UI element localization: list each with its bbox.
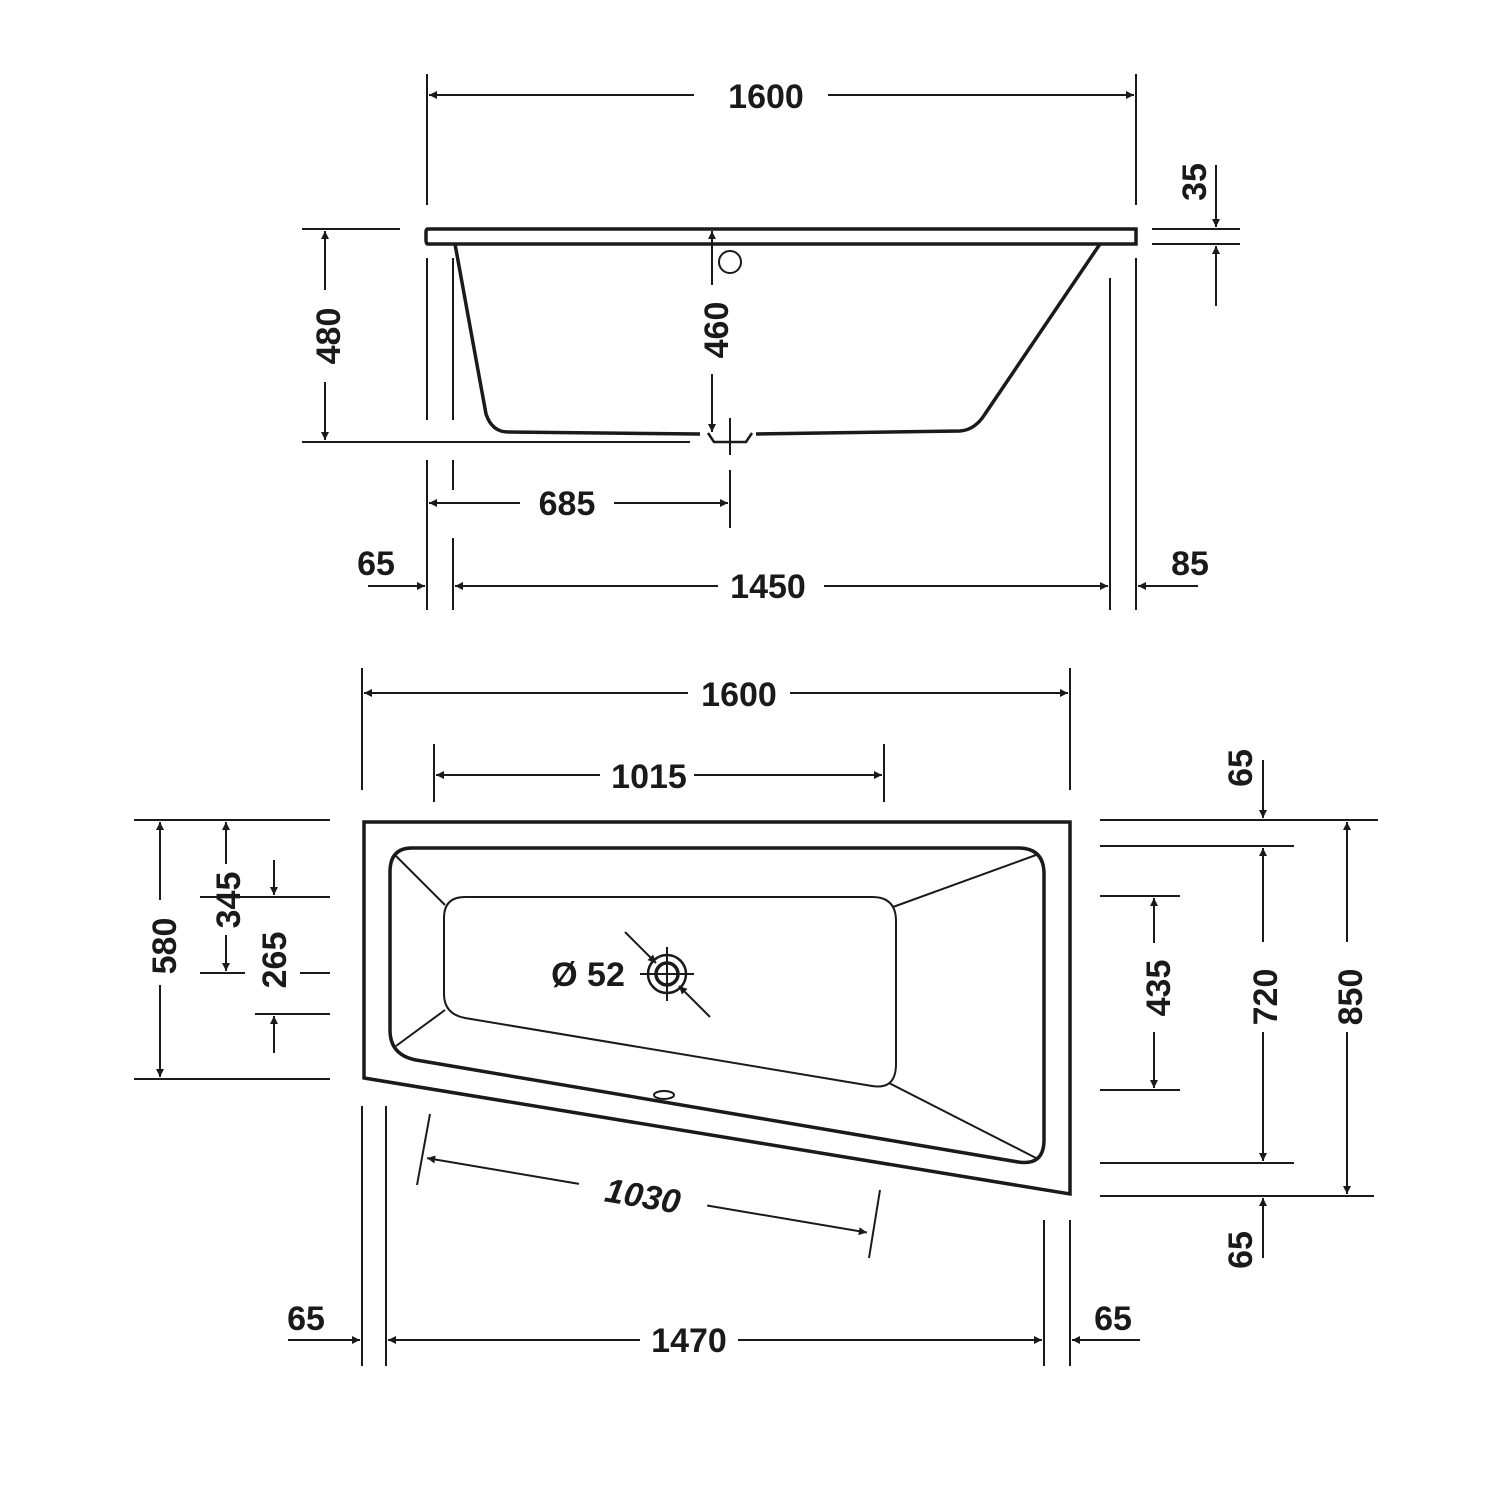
dim-side-overall-length: 1600 xyxy=(728,78,804,116)
overflow-icon xyxy=(718,250,742,274)
dim-bottom-rim: 65 xyxy=(1222,1231,1260,1269)
top-view: Ø 52 1600 1015 65 xyxy=(134,668,1378,1366)
dim-left-rim: 65 xyxy=(287,1300,325,1338)
dim-drain-diameter: Ø 52 xyxy=(551,956,625,994)
dim-side-right-offset: 85 xyxy=(1171,545,1209,583)
dim-overall-height: 480 xyxy=(310,308,348,365)
drain-icon xyxy=(624,931,711,1018)
dim-drain-offset: 685 xyxy=(539,485,596,523)
dim-left-upper: 345 xyxy=(210,872,248,929)
dim-top-overall-length: 1600 xyxy=(701,676,777,714)
dim-inner-depth: 460 xyxy=(698,302,736,359)
dim-right-rim: 65 xyxy=(1094,1300,1132,1338)
top-view-tub-outline: Ø 52 xyxy=(362,820,1072,1197)
dim-inner-top-length: 1015 xyxy=(611,758,687,796)
dim-side-inner-length: 1450 xyxy=(730,568,806,606)
dim-overall-depth: 850 xyxy=(1332,969,1370,1026)
dim-drain-spacing: 265 xyxy=(256,932,294,989)
side-view-tub-outline xyxy=(424,227,1138,455)
dim-left-depth: 580 xyxy=(146,918,184,975)
side-view: 1600 35 480 460 685 65 1450 85 xyxy=(302,74,1240,610)
dim-top-inner-length: 1470 xyxy=(651,1322,727,1360)
dim-inner-depth: 720 xyxy=(1247,969,1285,1026)
dim-top-rim: 65 xyxy=(1222,749,1260,787)
dim-inner-basin-depth: 435 xyxy=(1140,960,1178,1017)
dim-rim-thickness: 35 xyxy=(1176,163,1214,201)
dim-slanted-length: 1030 xyxy=(602,1172,683,1222)
dim-side-left-offset: 65 xyxy=(357,545,395,583)
overflow-icon xyxy=(653,1090,675,1100)
